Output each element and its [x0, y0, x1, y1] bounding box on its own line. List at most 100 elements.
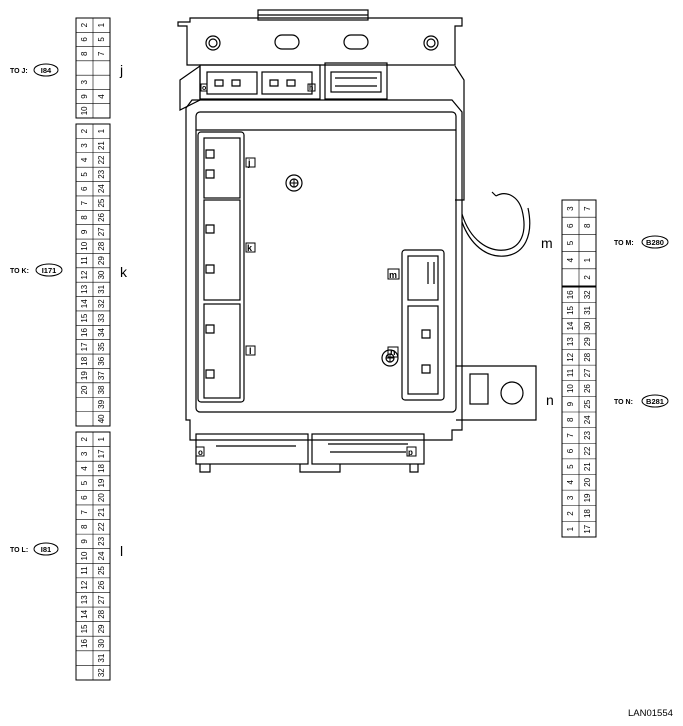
pin-number: 4 [97, 94, 106, 99]
pin-number: 34 [97, 328, 106, 337]
pin-number: 9 [80, 539, 89, 544]
pin-number: 29 [583, 337, 592, 346]
pin-number: 20 [80, 385, 89, 394]
pin-number: 27 [97, 227, 106, 236]
connector-letter-l: l [120, 543, 123, 559]
figure-id: LAN01554 [628, 708, 673, 719]
unit-label-k: k [247, 243, 253, 253]
unit-label-o-bottom: o [198, 448, 203, 457]
pin-number: 29 [97, 256, 106, 265]
pin-number: 22 [97, 522, 106, 531]
pin-number: 24 [97, 184, 106, 193]
pin-number: 16 [566, 290, 575, 299]
pin-number: 31 [583, 305, 592, 314]
connector-code-oval [641, 394, 669, 408]
pin-number: 21 [97, 507, 106, 516]
pin-number: 10 [80, 241, 89, 250]
pin-number: 7 [583, 206, 592, 211]
pin-number: 3 [80, 451, 89, 456]
pin-number: 30 [583, 321, 592, 330]
pin-number: 4 [566, 257, 575, 262]
pin-number: 38 [97, 385, 106, 394]
pin-number: 12 [80, 580, 89, 589]
pin-number: 2 [80, 128, 89, 133]
pin-number: 13 [80, 284, 89, 293]
connector-code-j: I84 [41, 66, 52, 75]
pin-number: 29 [97, 624, 106, 633]
unit-label-h: h [309, 85, 313, 92]
connector-code-oval [641, 235, 669, 249]
pin-number: 13 [80, 595, 89, 604]
unit-label-l: l [249, 346, 252, 356]
pin-number: 19 [80, 371, 89, 380]
pin-number: 4 [80, 466, 89, 471]
connector-letter-m: m [541, 235, 553, 251]
to-m-label: TO M: [614, 240, 634, 247]
pin-number: 1 [97, 22, 106, 27]
to-k-label: TO K: [10, 268, 29, 275]
pin-number: 26 [583, 384, 592, 393]
pin-number: 20 [97, 493, 106, 502]
connector-letter-k: k [120, 264, 128, 280]
pin-number: 2 [80, 437, 89, 442]
pin-number: 6 [80, 495, 89, 500]
pin-number: 24 [97, 551, 106, 560]
pin-number: 13 [566, 337, 575, 346]
pin-number: 19 [97, 478, 106, 487]
junction-box-illustration: o h j k l m n [177, 9, 537, 473]
pin-number: 8 [80, 524, 89, 529]
pin-number: 32 [97, 299, 106, 308]
pin-number: 17 [583, 524, 592, 533]
pin-number: 19 [583, 493, 592, 502]
connector-code-l: I81 [41, 545, 51, 554]
pin-number: 31 [97, 284, 106, 293]
pin-number: 5 [80, 172, 89, 177]
pin-number: 4 [80, 157, 89, 162]
to-j-label: TO J: [10, 68, 28, 75]
pin-number: 15 [566, 305, 575, 314]
unit-label-n: n [390, 347, 396, 357]
connector-k-callout: TO K: I171 k [10, 263, 128, 280]
pin-number: 2 [566, 511, 575, 516]
pin-number: 15 [80, 624, 89, 633]
pin-number: 5 [80, 480, 89, 485]
pin-number: 32 [583, 290, 592, 299]
connector-n-callout: n TO N: B281 [546, 392, 669, 408]
pin-number: 28 [97, 609, 106, 618]
pin-number: 2 [583, 275, 592, 280]
pin-number: 6 [566, 448, 575, 453]
pin-number: 5 [97, 37, 106, 42]
pin-number: 12 [566, 352, 575, 361]
pin-number: 15 [80, 313, 89, 322]
pin-number: 17 [80, 342, 89, 351]
pin-number: 26 [97, 212, 106, 221]
pin-number: 3 [80, 143, 89, 148]
pin-number: 11 [566, 368, 575, 377]
pin-number: 18 [80, 356, 89, 365]
pin-number: 27 [97, 595, 106, 604]
connector-letter-j: j [119, 62, 123, 78]
pin-number: 9 [80, 94, 89, 99]
connector-m-callout: m TO M: B280 [541, 235, 669, 251]
pin-number: 6 [80, 186, 89, 191]
connector-code-oval [33, 542, 59, 556]
pin-number: 37 [97, 371, 106, 380]
pin-number: 22 [583, 446, 592, 455]
pin-number: 35 [97, 342, 106, 351]
pin-number: 21 [97, 141, 106, 150]
unit-label-p: p [408, 448, 413, 457]
pin-number: 28 [97, 241, 106, 250]
pin-number: 17 [97, 449, 106, 458]
pin-number: 3 [566, 495, 575, 500]
pin-number: 33 [97, 313, 106, 322]
pin-number: 9 [80, 229, 89, 234]
pin-number: 8 [80, 215, 89, 220]
pin-number: 18 [583, 509, 592, 518]
connector-code-m: B280 [646, 238, 664, 247]
pin-number: 23 [97, 169, 106, 178]
pin-number: 24 [583, 415, 592, 424]
pin-number: 14 [566, 321, 575, 330]
